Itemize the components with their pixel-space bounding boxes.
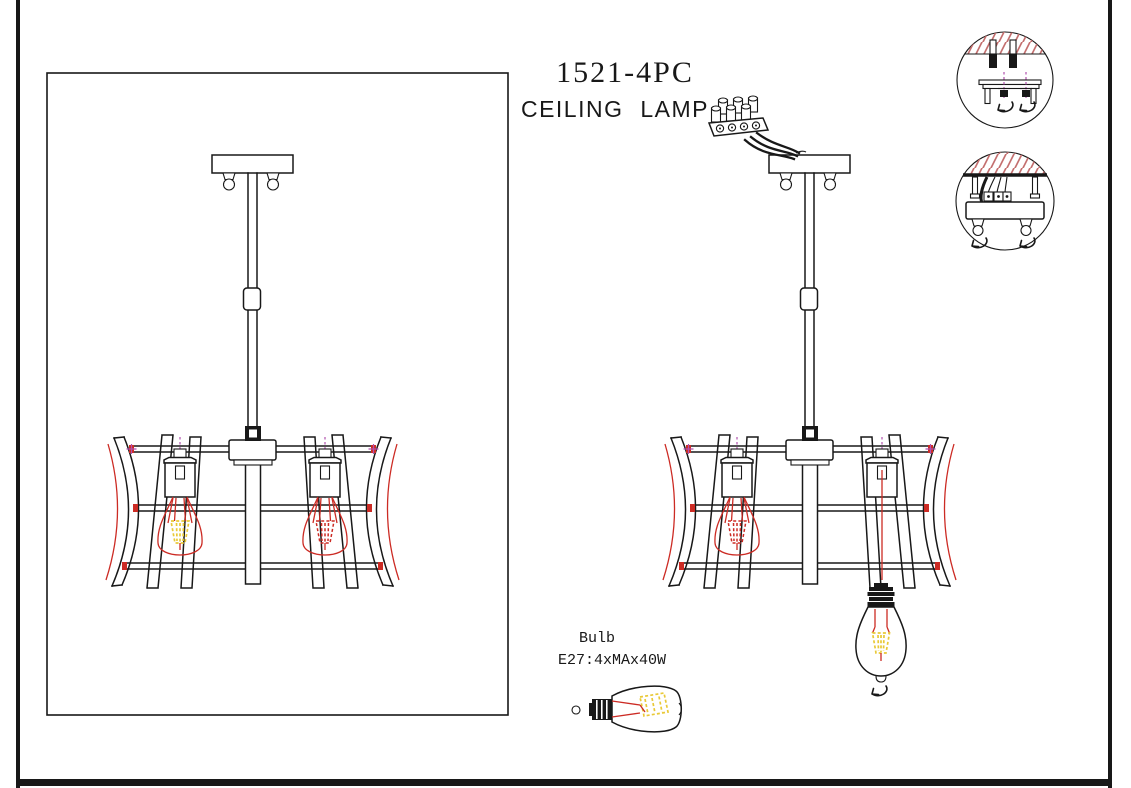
hatched-ceiling [956,152,1054,174]
hatched-ceiling [957,32,1053,54]
canopy-screw [971,218,985,237]
figure-installation-lamp [663,95,956,697]
lamp-line-drawing [106,155,399,588]
hanging-bolt [969,176,981,199]
anchor-bolt [989,39,997,68]
lamp-line-drawing [663,155,956,588]
terminal-connectors [983,191,1012,202]
spare-bulb [855,583,907,683]
bracket-screw [998,72,1010,98]
rotate-arrow-icon [997,101,1014,113]
drawing-frame [46,72,509,716]
rotate-arrow-icon [1019,237,1036,249]
figure-assembled-lamp [106,155,399,588]
detail-circle-mounting [956,31,1054,129]
figure-bulb-spec [571,685,683,733]
supply-wires [743,131,807,161]
page-border-bottom [16,779,1112,786]
detail-circle-wiring [955,151,1055,251]
page-border-right [1108,0,1112,788]
hanging-bolt [1029,176,1041,199]
model-number: 1521-4PC [556,56,694,89]
page-border-left [16,0,20,788]
anchor-bolt [1009,39,1017,68]
bulb-label: Bulb [579,630,615,647]
product-name: CEILING LAMP [521,96,709,122]
contact-dot [571,705,581,715]
rotate-arrow-icon [871,685,888,697]
canopy [965,201,1045,220]
canopy-screw [1019,218,1033,237]
bracket-screw [1020,72,1032,98]
bulb-spec: E27:4xMAx40W [558,652,666,669]
mounting-bracket [978,79,1042,105]
terminal-block [707,95,770,137]
bulb-horizontal [589,685,683,733]
